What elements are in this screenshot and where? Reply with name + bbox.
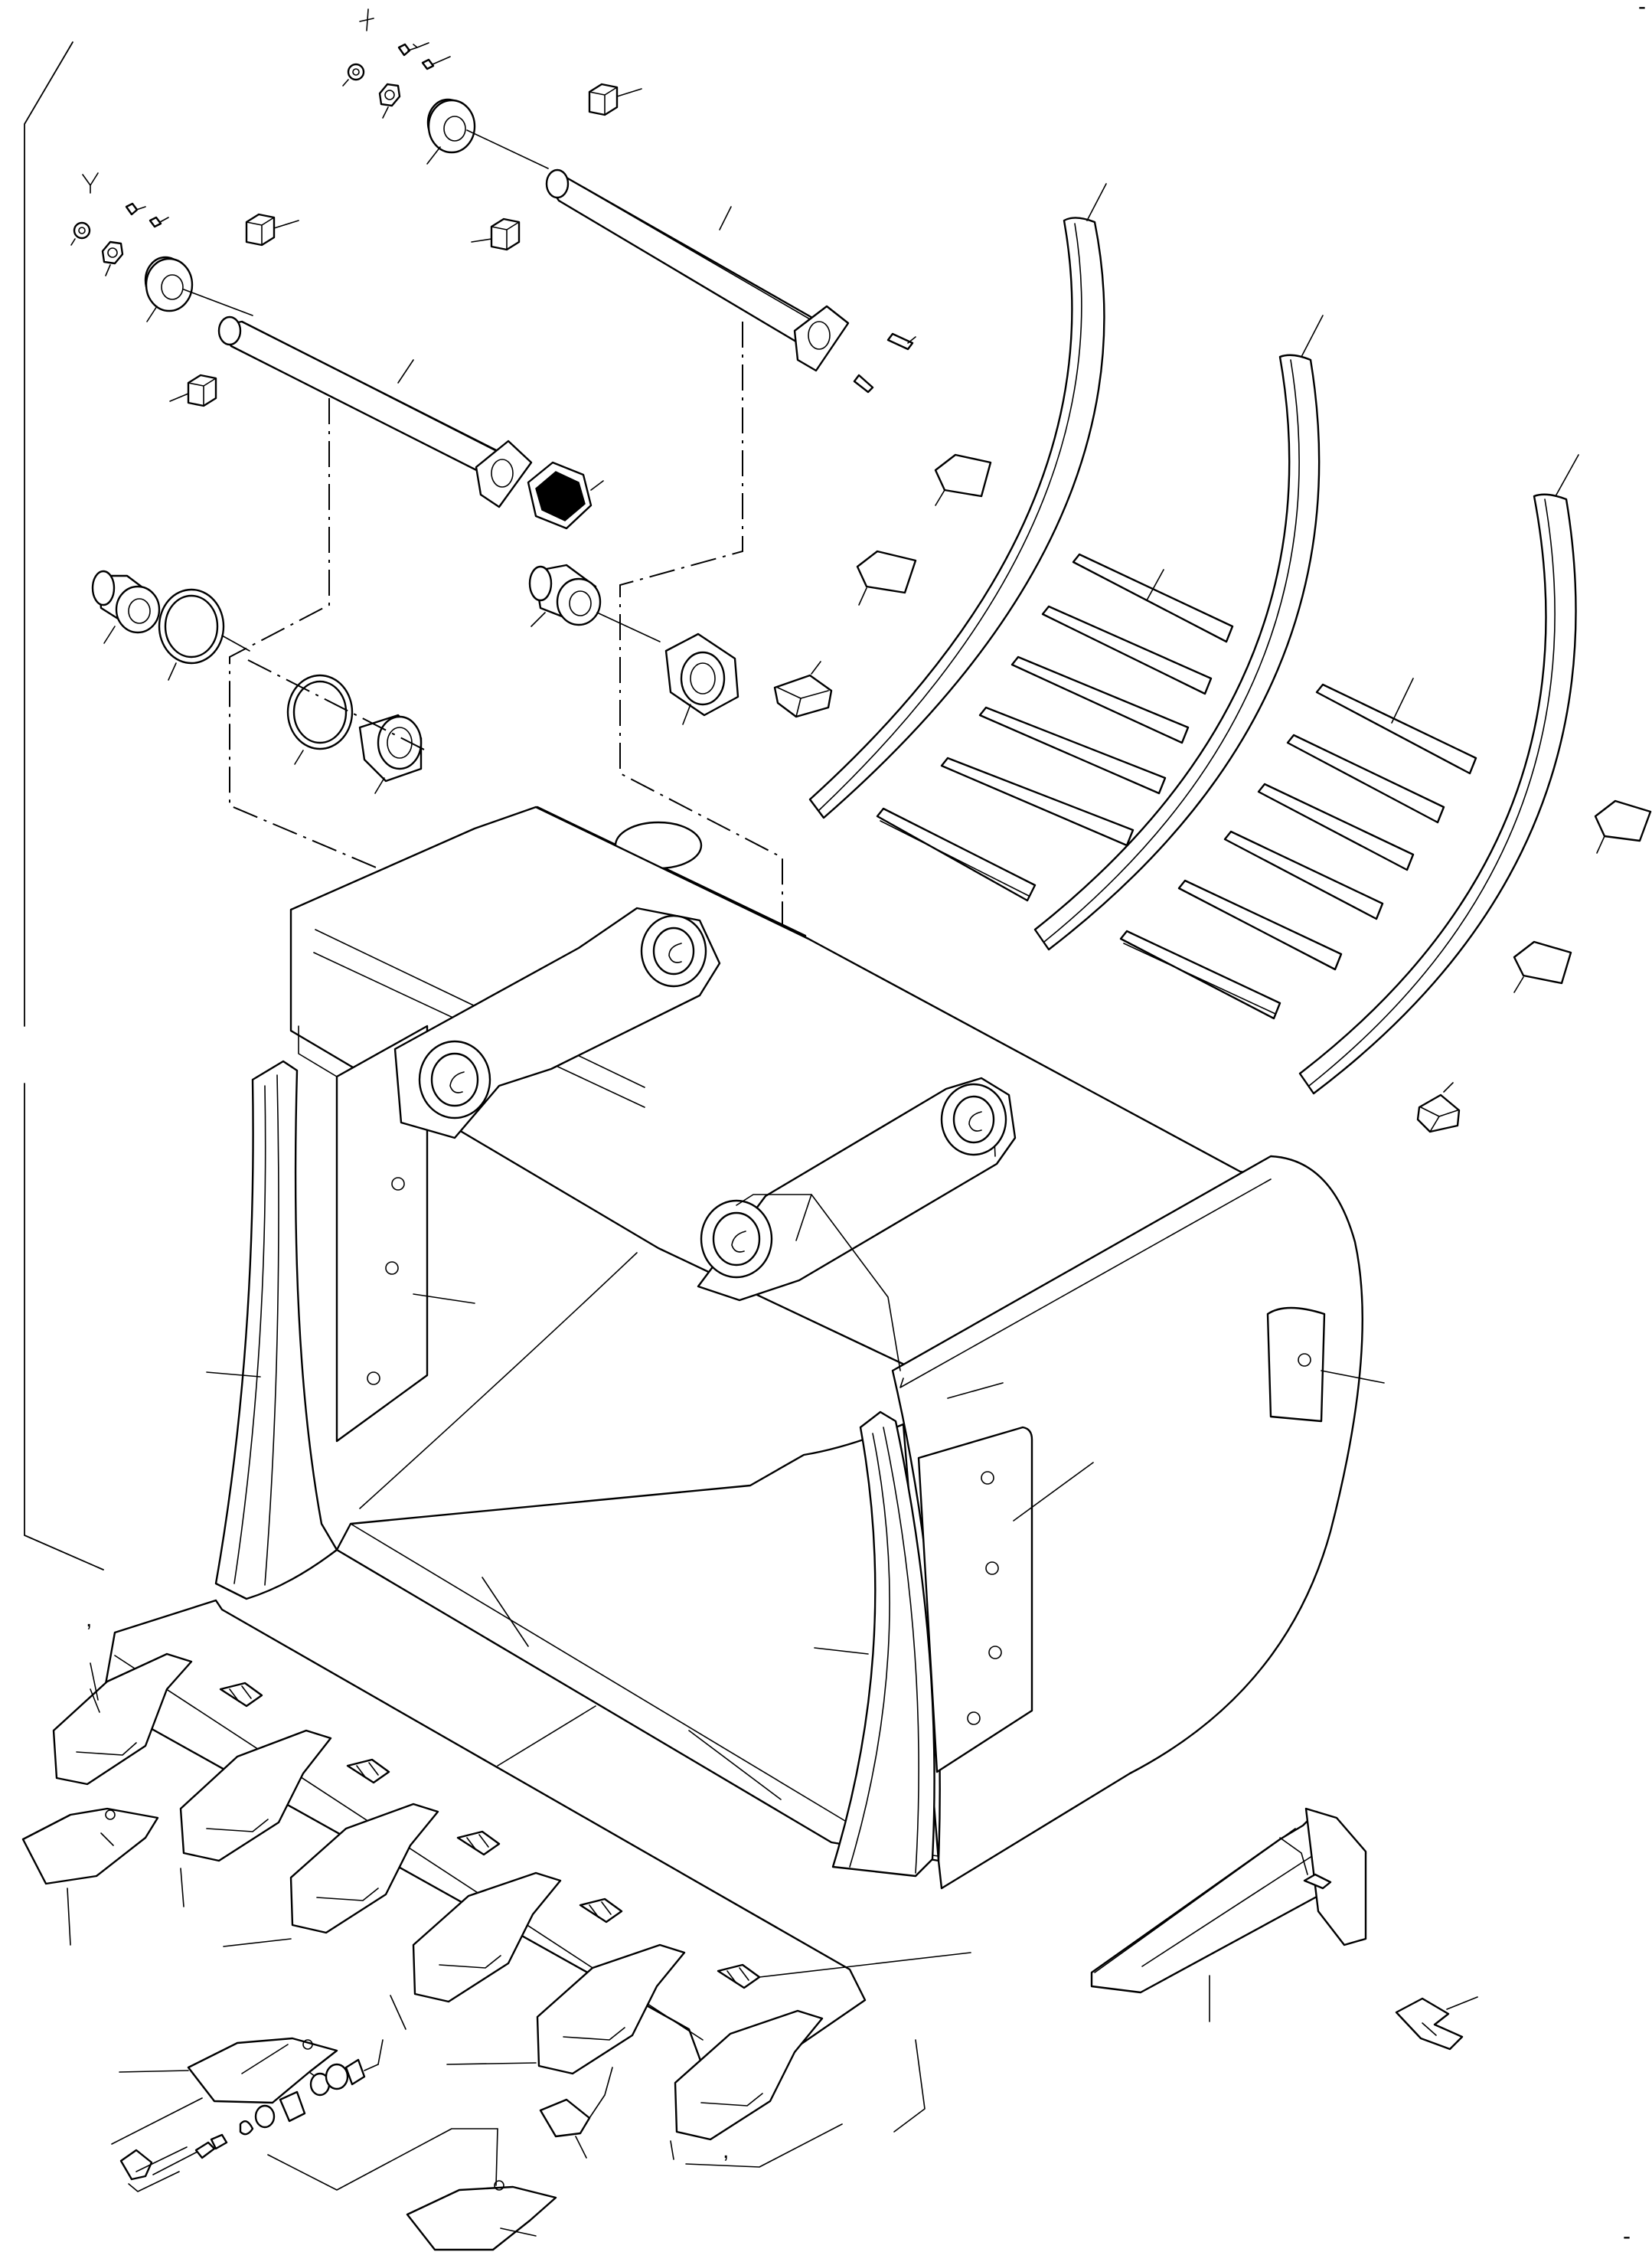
markers: , , - - [86, 0, 1646, 2249]
hardware-upper [343, 9, 475, 164]
pads [775, 455, 1650, 1132]
adapter-detached [1092, 1809, 1477, 2049]
marker-2: , [723, 2138, 729, 2163]
wear-strips-left [877, 554, 1232, 900]
link-assembly [395, 908, 1015, 1371]
bushings [93, 565, 738, 793]
loose-tips [23, 1809, 612, 2250]
hardware-lower [71, 173, 192, 322]
grapple-arms [810, 184, 1579, 1093]
pin-lower [184, 289, 531, 507]
bucket-body [207, 807, 1384, 1888]
bolt-kit [112, 2040, 498, 2192]
marker-1: , [86, 1606, 92, 1632]
edge-mark-bottom: - [1623, 2224, 1631, 2249]
key-blocks [170, 84, 642, 406]
frame-lines [24, 42, 103, 1570]
pin-upper [467, 130, 916, 392]
callout-leaders [90, 1663, 925, 2167]
teeth-row [54, 1600, 971, 2139]
edge-mark-top: - [1638, 0, 1646, 19]
square-spacer [528, 462, 603, 528]
wear-strips-right [1121, 678, 1476, 1018]
